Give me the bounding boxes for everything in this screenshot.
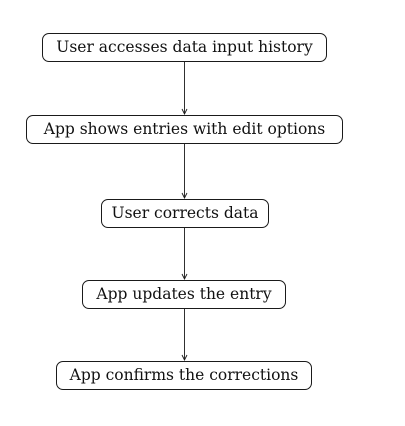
node-confirm-corrections: App confirms the corrections xyxy=(56,361,312,390)
node-update-entry: App updates the entry xyxy=(82,280,286,309)
node-access-history: User accesses data input history xyxy=(42,33,327,62)
node-show-entries: App shows entries with edit options xyxy=(26,115,343,144)
node-correct-data: User corrects data xyxy=(101,199,269,228)
